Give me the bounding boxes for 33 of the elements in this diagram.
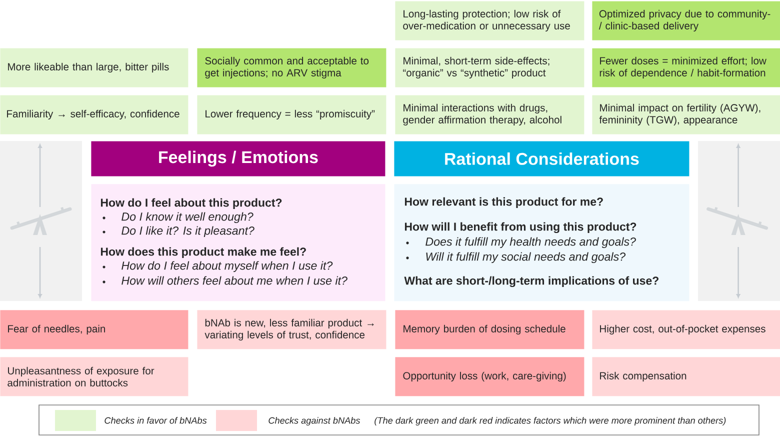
question-heading: How will I benefit from using this product? (404, 222, 636, 234)
factor-box: Socially common and acceptable to get injections; no ARV stigma (197, 48, 386, 88)
sub-question: Do I know it well enough? (122, 212, 254, 224)
factor-box: Minimal impact on fertility (AGYW), femininity (TGW), appearance (592, 95, 780, 134)
factor-box: Higher cost, out-of-pocket expenses (592, 310, 780, 350)
factor-box: bNAb is new, less familiar product → variating levels of trust, confidence (197, 310, 386, 350)
factor-box: Minimal, short-term side-effects; “organic” vs “synthetic” product (395, 48, 584, 88)
factor-box: More likeable than large, bitter pills (0, 48, 188, 88)
factor-box: Fear of needles, pain (0, 310, 188, 350)
factor-box: Optimized privacy due to community- / clinic-based delivery (592, 1, 780, 40)
factor-box: Familiarity → self-efficacy, confidence (0, 95, 188, 134)
sub-question: Do I like it? Is it pleasant? (122, 226, 254, 238)
factor-box: Long-lasting protection; low risk of over-medication or unnecessary use (395, 1, 584, 40)
question-heading: How relevant is this product for me? (404, 197, 603, 208)
factor-box: Lower frequency = less “promiscuity” (197, 95, 386, 134)
legend-note: (The dark green and dark red indicates factors which were more prominent than others) (374, 417, 726, 426)
factor-box: Risk compensation (592, 357, 780, 396)
factor-box: Fewer doses = minimized effort; low risk of dependence / habit-formation (592, 48, 780, 88)
legend-label: Checks against bNAbs (268, 417, 360, 426)
question-heading: How do I feel about this product? (100, 198, 282, 210)
sub-question: How do I feel about myself when I use it? (122, 261, 333, 272)
factor-box: Memory burden of dosing schedule (395, 310, 584, 350)
header-banner: Rational Considerations (394, 141, 690, 176)
legend-label: Checks in favor of bNAbs (104, 417, 207, 424)
sub-question: How will others feel about me when I use it? (122, 276, 348, 285)
sub-question: Will it fulfill my social needs and goals? (426, 252, 626, 264)
header-banner: Feelings / Emotions (91, 141, 386, 176)
question-heading: What are short-/long-term implications of use? (404, 276, 658, 288)
factor-box: Opportunity loss (work, care-giving) (395, 357, 584, 396)
factor-box: Minimal interactions with drugs, gender affirmation therapy, alcohol (395, 95, 584, 134)
question-heading: How does this product make me feel? (100, 247, 306, 258)
factor-box: Unpleasantness of exposure for administration on buttocks (0, 357, 188, 396)
sub-question: Does it fulfill my health needs and goals? (426, 237, 636, 248)
